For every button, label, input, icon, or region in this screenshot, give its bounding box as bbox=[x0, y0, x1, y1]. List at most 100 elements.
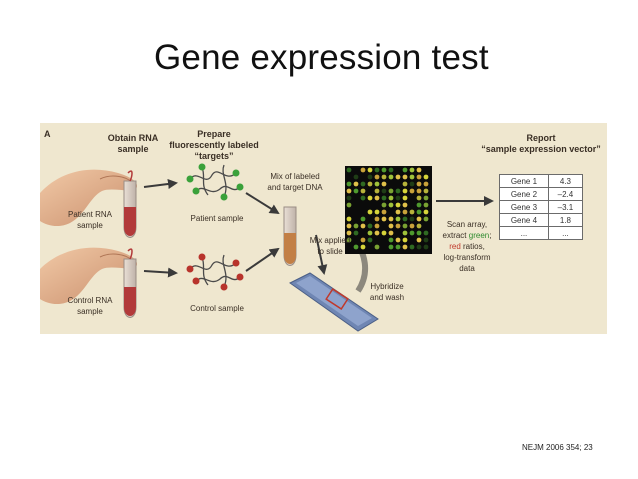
array-spot bbox=[416, 244, 422, 250]
arrow-icon bbox=[143, 267, 178, 278]
array-spot bbox=[374, 174, 380, 180]
array-spot bbox=[374, 244, 380, 250]
array-spot bbox=[381, 181, 387, 187]
array-spot bbox=[423, 237, 429, 243]
array-spot bbox=[416, 237, 422, 243]
array-spot bbox=[423, 244, 429, 250]
control-targets-icon bbox=[186, 253, 244, 291]
array-spot bbox=[388, 244, 394, 250]
value-cell: 1.8 bbox=[547, 213, 584, 227]
array-spot bbox=[360, 244, 366, 250]
array-spot bbox=[423, 209, 429, 215]
table-row: ...... bbox=[499, 226, 584, 240]
array-spot bbox=[388, 216, 394, 222]
array-spot bbox=[402, 223, 408, 229]
array-spot bbox=[395, 244, 401, 250]
table-row: Gene 3–3.1 bbox=[499, 200, 584, 214]
array-spot bbox=[360, 167, 366, 173]
array-spot bbox=[346, 216, 352, 222]
gene-cell: ... bbox=[499, 226, 549, 240]
array-spot bbox=[395, 202, 401, 208]
array-spot bbox=[423, 230, 429, 236]
panel-letter: A bbox=[44, 129, 51, 139]
array-spot bbox=[409, 167, 415, 173]
array-spot bbox=[367, 167, 373, 173]
array-spot bbox=[346, 188, 352, 194]
array-spot bbox=[381, 230, 387, 236]
array-spot bbox=[402, 237, 408, 243]
arrow-icon bbox=[143, 179, 178, 189]
array-spot bbox=[360, 181, 366, 187]
scan-array-label: Scan array, extract green; red ratios, l… bbox=[442, 220, 492, 273]
value-cell: –3.1 bbox=[547, 200, 584, 214]
array-spot bbox=[367, 195, 373, 201]
array-spot bbox=[367, 223, 373, 229]
array-spot bbox=[346, 230, 352, 236]
array-spot bbox=[367, 181, 373, 187]
array-spot bbox=[423, 174, 429, 180]
array-spot bbox=[367, 209, 373, 215]
microarray-slide-icon bbox=[289, 272, 379, 332]
step-report-label: Report“sample expression vector” bbox=[481, 133, 601, 154]
array-spot bbox=[388, 188, 394, 194]
array-spot bbox=[381, 195, 387, 201]
array-spot bbox=[374, 223, 380, 229]
array-spot bbox=[416, 216, 422, 222]
array-spot bbox=[374, 188, 380, 194]
red-word: red bbox=[449, 242, 461, 251]
array-spot bbox=[367, 174, 373, 180]
array-spot bbox=[381, 188, 387, 194]
array-spot bbox=[409, 174, 415, 180]
workflow-illustration bbox=[40, 163, 494, 332]
array-spot bbox=[402, 202, 408, 208]
array-spot bbox=[423, 202, 429, 208]
array-spot bbox=[416, 188, 422, 194]
array-spot bbox=[402, 181, 408, 187]
array-spot bbox=[416, 174, 422, 180]
array-spot bbox=[360, 237, 366, 243]
array-spot bbox=[388, 237, 394, 243]
citation: NEJM 2006 354; 23 bbox=[522, 443, 593, 452]
array-spot bbox=[395, 209, 401, 215]
gene-cell: Gene 2 bbox=[499, 187, 549, 201]
array-spot bbox=[388, 202, 394, 208]
array-spot bbox=[416, 209, 422, 215]
array-spot bbox=[388, 223, 394, 229]
array-spot bbox=[381, 202, 387, 208]
patient-tube-icon bbox=[123, 170, 137, 238]
array-spot bbox=[395, 195, 401, 201]
array-spot bbox=[346, 195, 352, 201]
array-spot bbox=[374, 216, 380, 222]
array-spot bbox=[395, 188, 401, 194]
array-spot bbox=[395, 174, 401, 180]
array-spot bbox=[423, 188, 429, 194]
array-spot bbox=[402, 230, 408, 236]
patient-targets-icon bbox=[186, 163, 244, 201]
array-spot bbox=[402, 167, 408, 173]
array-spot bbox=[381, 209, 387, 215]
control-sample-label: Control sample bbox=[190, 304, 244, 313]
array-spot bbox=[409, 223, 415, 229]
value-cell: 4.3 bbox=[547, 174, 584, 188]
array-spot bbox=[409, 188, 415, 194]
array-spot bbox=[416, 167, 422, 173]
arrow-icon bbox=[245, 192, 280, 215]
control-tube-icon bbox=[123, 248, 137, 318]
array-spot bbox=[409, 216, 415, 222]
array-spot bbox=[395, 237, 401, 243]
array-spot bbox=[402, 216, 408, 222]
green-word: green bbox=[468, 231, 490, 240]
value-cell: –2.4 bbox=[547, 187, 584, 201]
array-spot bbox=[395, 223, 401, 229]
array-spot bbox=[381, 167, 387, 173]
array-spot bbox=[395, 216, 401, 222]
array-spot bbox=[353, 181, 359, 187]
array-spot bbox=[353, 244, 359, 250]
array-spot bbox=[346, 223, 352, 229]
array-spot bbox=[388, 174, 394, 180]
